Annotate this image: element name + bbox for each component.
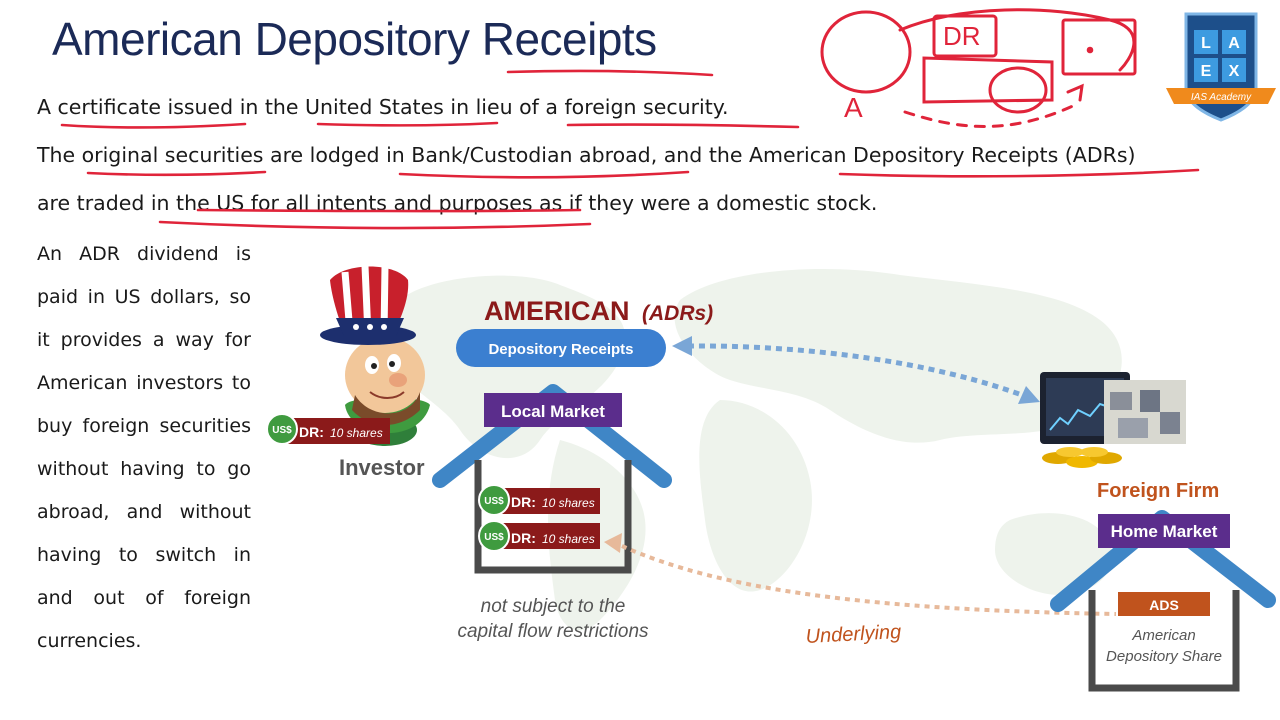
definition-line-1: A certificate issued in the United State… bbox=[37, 95, 729, 119]
investor-dr-tag: US$ DR: 10 shares bbox=[266, 413, 390, 445]
svg-text:DR:: DR: bbox=[511, 530, 536, 546]
side-line: abroad, and without bbox=[37, 501, 251, 523]
svg-text:A: A bbox=[1228, 35, 1240, 52]
side-line: buy foreign securities bbox=[37, 415, 251, 437]
ink-a-label: A bbox=[844, 92, 863, 123]
investor-label: Investor bbox=[339, 455, 425, 480]
underlying-label: Underlying bbox=[805, 621, 902, 648]
side-line: currencies. bbox=[37, 630, 142, 652]
restriction-note-line1: not subject to the bbox=[481, 596, 626, 617]
svg-text:US$: US$ bbox=[272, 425, 292, 436]
side-line: it provides a way for bbox=[37, 329, 251, 351]
side-line: without having to go bbox=[37, 458, 251, 480]
side-line: and out of foreign bbox=[37, 587, 251, 609]
depository-receipts-pill bbox=[456, 329, 666, 367]
page-title: American Depository Receipts bbox=[52, 13, 657, 65]
ink-sketch bbox=[820, 8, 1137, 128]
local-market-house: Local Market bbox=[432, 384, 672, 574]
depository-receipts-label: Depository Receipts bbox=[488, 341, 633, 358]
svg-text:DR:: DR: bbox=[299, 424, 324, 440]
definition-line-2: The original securities are lodged in Ba… bbox=[37, 143, 1136, 167]
side-line: having to switch in bbox=[37, 544, 251, 566]
arrowhead-right bbox=[1018, 386, 1040, 404]
side-line: paid in US dollars, so bbox=[37, 286, 251, 308]
ads-desc-line1: American bbox=[1131, 627, 1195, 644]
side-paragraph: An ADR dividend is paid in US dollars, s… bbox=[37, 233, 251, 663]
underlying-arrowhead bbox=[604, 533, 622, 553]
ink-dr-label: DR bbox=[943, 21, 981, 51]
svg-text:DR:: DR: bbox=[511, 494, 536, 510]
dr-tag-2: US$ DR: 10 shares bbox=[478, 520, 600, 552]
svg-text:E: E bbox=[1201, 63, 1212, 80]
american-heading: AMERICAN bbox=[484, 296, 630, 326]
laex-logo: L A E X IAS Academy bbox=[1166, 12, 1276, 122]
logo-banner: IAS Academy bbox=[1191, 92, 1252, 103]
investor-figure bbox=[320, 265, 430, 446]
svg-text:L: L bbox=[1201, 35, 1211, 52]
restriction-note-line2: capital flow restrictions bbox=[457, 621, 649, 642]
side-line: American investors to bbox=[37, 372, 251, 394]
foreign-firm-illustration bbox=[1040, 372, 1186, 468]
svg-text:US$: US$ bbox=[484, 496, 504, 507]
receipts-link-arrow bbox=[687, 343, 1031, 401]
ink-underlines bbox=[60, 69, 1200, 230]
svg-text:X: X bbox=[1229, 63, 1240, 80]
home-market-house: Home Market ADS American Depository Shar… bbox=[1050, 510, 1276, 692]
adrs-heading: (ADRs) bbox=[642, 302, 713, 325]
side-line: An ADR dividend is bbox=[37, 243, 251, 265]
svg-text:US$: US$ bbox=[484, 532, 504, 543]
ads-badge: ADS bbox=[1149, 597, 1179, 613]
arrowhead-left bbox=[672, 336, 692, 356]
svg-text:10 shares: 10 shares bbox=[330, 426, 383, 440]
home-market-label: Home Market bbox=[1111, 522, 1218, 541]
svg-text:10 shares: 10 shares bbox=[542, 532, 595, 546]
svg-text:10 shares: 10 shares bbox=[542, 496, 595, 510]
dr-tag-1: US$ DR: 10 shares bbox=[478, 484, 600, 516]
ads-desc-line2: Depository Share bbox=[1106, 648, 1222, 665]
local-market-label: Local Market bbox=[501, 402, 605, 421]
foreign-firm-label: Foreign Firm bbox=[1097, 480, 1219, 502]
